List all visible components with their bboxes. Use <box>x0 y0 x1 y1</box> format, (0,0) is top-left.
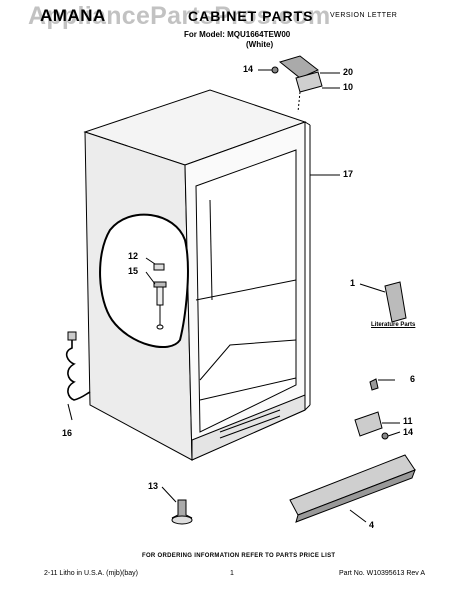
version-label: VERSION LETTER <box>330 12 398 19</box>
callout-13: 13 <box>148 481 159 491</box>
part-13-leveling-leg <box>171 499 193 519</box>
callout-15: 15 <box>128 266 139 276</box>
page-number: 1 <box>230 570 234 577</box>
callout-10: 10 <box>343 82 354 92</box>
page-title: CABINET PARTS <box>188 8 314 24</box>
litho-text: 2-11 Litho in U.S.A. (mjb)(bay) <box>44 570 139 577</box>
part-4-toe-grille <box>289 454 416 516</box>
part-6-bushing <box>369 378 379 391</box>
model-line: For Model: MQU1664TEW00 <box>184 30 291 39</box>
part-11-bottom-hinge <box>354 411 383 437</box>
part-16-power-cord <box>65 338 91 401</box>
part-1-literature <box>384 281 407 323</box>
callout-17: 17 <box>343 169 354 179</box>
callout-16: 16 <box>62 428 73 438</box>
callout-14-bottom: 14 <box>403 427 414 437</box>
callout-6: 6 <box>410 374 416 384</box>
cutaway-outline <box>99 213 189 349</box>
cabinet-opening <box>195 149 297 433</box>
callout-20: 20 <box>343 67 354 77</box>
color-line: (White) <box>246 40 274 49</box>
callout-4: 4 <box>369 520 375 530</box>
brand-logo: AMANA <box>40 6 106 25</box>
ordering-note: FOR ORDERING INFORMATION REFER TO PARTS … <box>142 553 336 559</box>
literature-parts-label: Literature Parts <box>371 322 416 328</box>
part-20-hinge-cover <box>278 55 319 79</box>
callout-11: 11 <box>403 416 413 426</box>
part-14-screw-bottom <box>381 432 389 440</box>
callout-1: 1 <box>350 278 356 288</box>
part-12-plug <box>153 263 165 271</box>
callout-14-top: 14 <box>243 64 254 74</box>
part-number: Part No. W10395613 Rev A <box>339 570 425 577</box>
part-15-drain-tube <box>153 281 167 288</box>
part-10-top-hinge <box>295 71 323 93</box>
watermark: AppliancePartsPros.com <box>28 2 331 30</box>
callout-12: 12 <box>128 251 139 261</box>
part-14-screw-top <box>271 66 279 74</box>
